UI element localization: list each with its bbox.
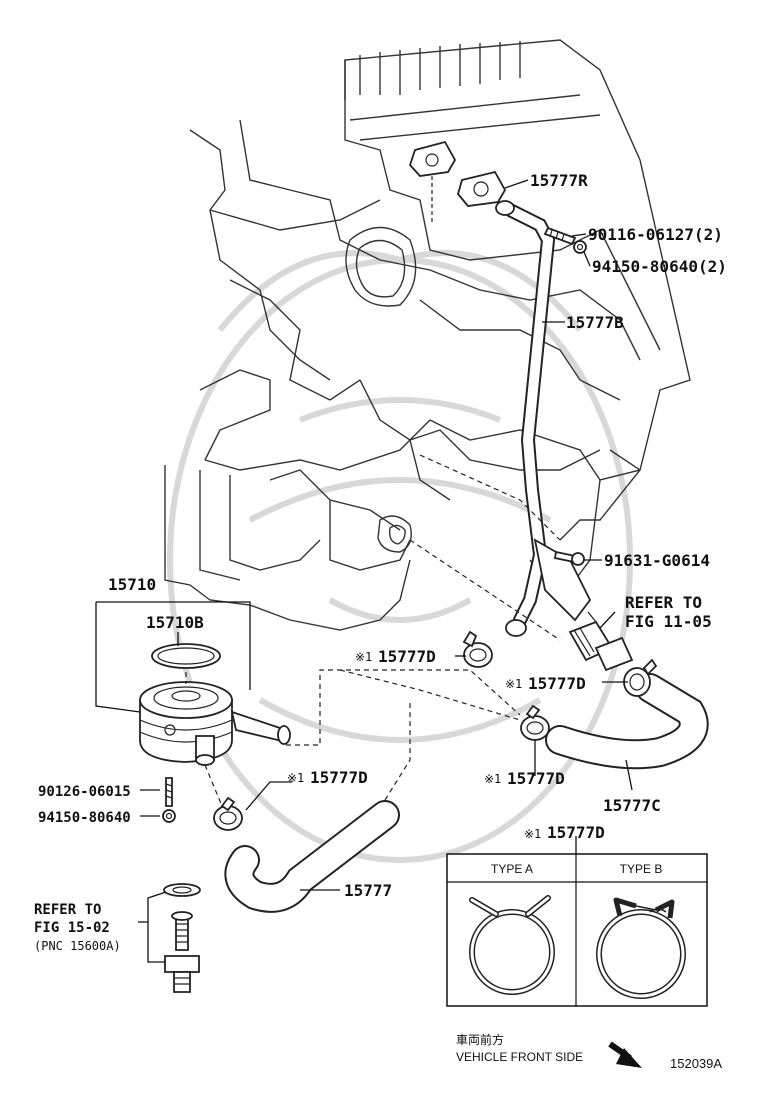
hose-15777C (545, 673, 709, 770)
clamp-15777D-b (623, 658, 658, 697)
clamp-type-b-icon (596, 897, 686, 999)
clamp-type-a-icon (469, 895, 555, 995)
nut-94150a (573, 240, 587, 254)
label-15777D-c: 15777D (507, 769, 565, 788)
label-15777D-a: 15777D (378, 647, 436, 666)
clamp-type-legend: TYPE A TYPE B (446, 853, 708, 1007)
label-90126: 90126-06015 (38, 784, 131, 800)
front-side-jp: 車両前方 (456, 1032, 504, 1047)
assembly-dash-lines (185, 454, 561, 807)
front-side-en: VEHICLE FRONT SIDE (456, 1050, 583, 1064)
mark-a: ※1 (355, 650, 372, 664)
label-15710B: 15710B (146, 613, 204, 632)
clamp-15777D-d (213, 796, 243, 831)
engine-block-outline (164, 39, 691, 631)
bolt-90126 (165, 777, 173, 807)
mark-c: ※1 (484, 772, 501, 786)
label-15777R: 15777R (530, 171, 588, 190)
label-refer-fig-15-line2: FIG 15-02 (34, 920, 110, 936)
label-15777B: 15777B (566, 313, 624, 332)
leader-lines (95, 179, 633, 963)
hose-15777 (224, 800, 400, 913)
label-15777D-d: 15777D (310, 768, 368, 787)
legend-type-a-label: TYPE A (491, 862, 533, 876)
label-94150-b: 94150-80640 (38, 810, 131, 826)
bolt-91631 (553, 550, 585, 566)
pipe-15777B (495, 200, 592, 637)
oil-cooler-15710 (139, 681, 291, 766)
stud-90116 (543, 226, 577, 246)
union-fig-15-02 (163, 883, 201, 993)
label-refer-fig-11-line1: REFER TO (625, 593, 702, 612)
footer: 車両前方 VEHICLE FRONT SIDE 152039A (456, 1032, 722, 1071)
mark-b: ※1 (505, 677, 522, 691)
mark-d: ※1 (287, 771, 304, 785)
label-15777D-b: 15777D (528, 674, 586, 693)
watermark-logo (167, 250, 633, 863)
label-15710: 15710 (108, 575, 156, 594)
label-refer-fig-15-line3: (PNC 15600A) (34, 939, 121, 953)
legend-type-b-label: TYPE B (620, 862, 663, 876)
illustration-number: 152039A (670, 1056, 722, 1071)
gasket-15777R (408, 140, 507, 207)
label-15777: 15777 (344, 881, 392, 900)
label-91631: 91631-G0614 (604, 551, 710, 570)
label-refer-fig-11-line2: FIG 11-05 (625, 612, 712, 631)
label-refer-fig-15-line1: REFER TO (34, 902, 101, 918)
label-94150-a: 94150-80640(2) (592, 257, 727, 276)
label-15777C: 15777C (603, 796, 661, 815)
front-arrowhead-icon (616, 1048, 642, 1068)
clamp-15777D-a (462, 630, 493, 668)
nut-94150b (162, 809, 176, 823)
label-90116: 90116-06127(2) (588, 225, 723, 244)
o-ring-15710B (151, 643, 221, 669)
fitting-fig-11-05 (568, 611, 634, 672)
label-15777D-legend: 15777D (547, 823, 605, 842)
part-labels: 15777R 90116-06127(2) 94150-80640(2) 157… (34, 171, 727, 953)
mark-legend: ※1 (524, 827, 541, 841)
